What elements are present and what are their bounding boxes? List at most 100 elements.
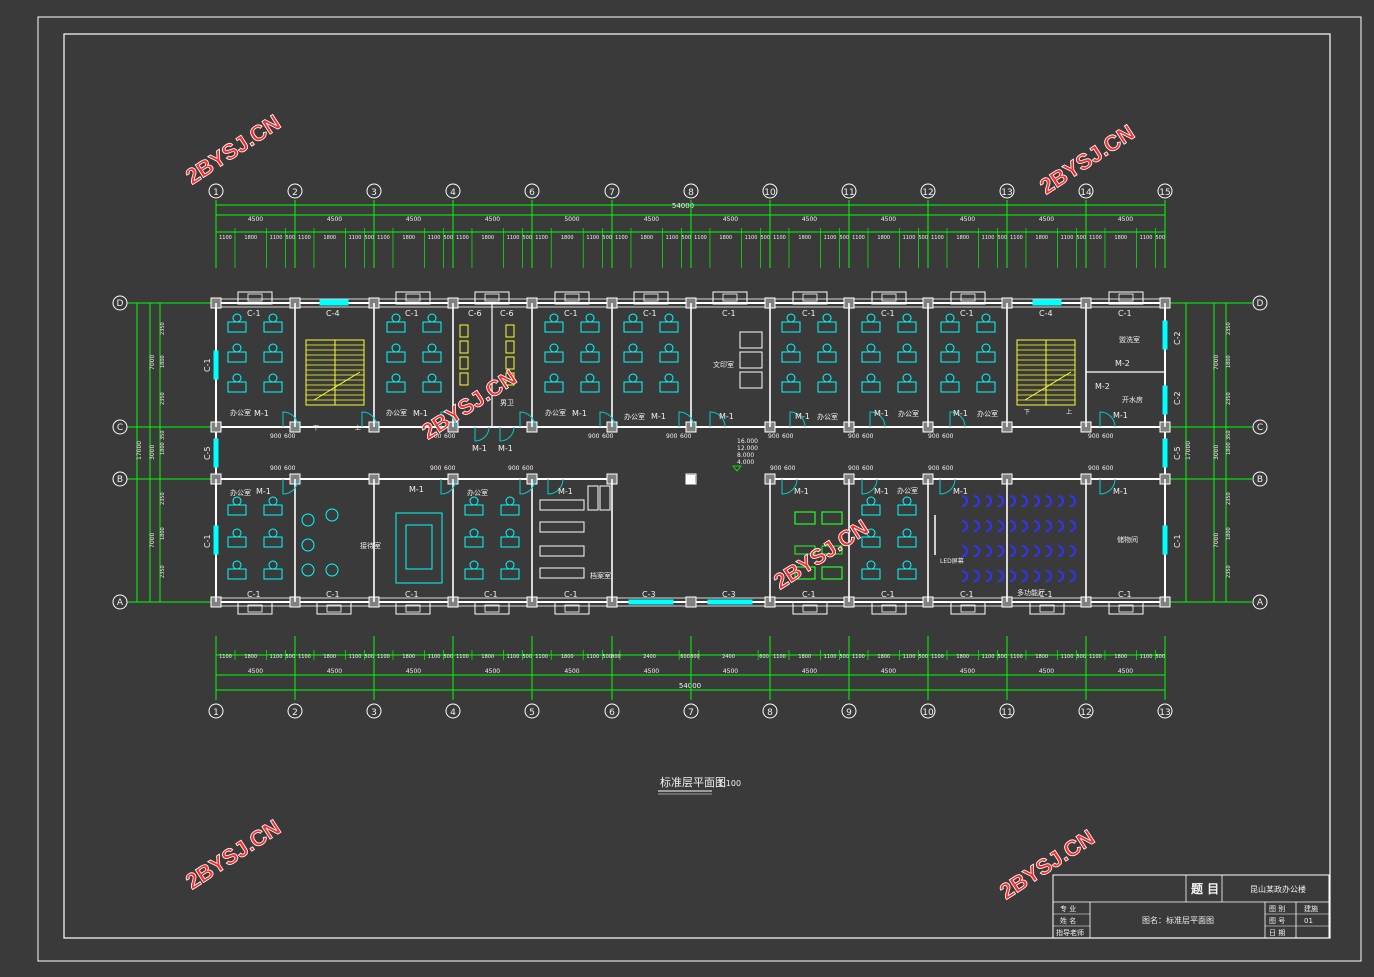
label-window-c1: C-1 [881,590,895,599]
top-axis-bubble [762,183,778,199]
top-seg-text: 500 [285,235,295,241]
top-axis-label: 6 [529,188,535,198]
office-s1-desk [263,568,283,580]
reception-chair [301,513,315,527]
hall-chair [973,495,980,507]
office-11-desk [940,381,960,393]
door-north-arc [789,411,806,428]
hall-chair [1033,495,1040,507]
bottom-bay-dim-text: 4500 [960,668,975,675]
hall-chair [997,520,1004,532]
top-bay-dim-text: 4500 [723,216,738,223]
office-11-chair [981,343,991,353]
office-1-desk [263,321,283,333]
right-row-text: 3000 [1213,445,1220,460]
top-seg-text: 500 [364,235,374,241]
label-door-dim: 600 [602,433,614,440]
right-total-text: 17000 [1185,441,1192,460]
bottom-axis-bubble [841,703,857,719]
office-6-desk [580,321,600,333]
top-seg-text: 1100 [1089,235,1102,241]
wall-layer [210,291,1171,615]
watermark-5: 2BYSJ.CN [181,815,285,895]
toilet-stall [459,356,469,370]
left-row-bubble [112,471,128,487]
top-bay-dim-text: 4500 [248,216,263,223]
stair-west-arrow [313,371,361,401]
right-row-bubble [1252,471,1268,487]
south-window-inner [802,604,818,613]
top-axis-bubble [208,183,224,199]
label-room-office: 办公室 [386,408,407,417]
left-row-bubble [112,419,128,435]
office-1-desk [227,351,247,363]
office-9-desk [781,351,801,363]
label-door-dim: 900 [508,465,520,472]
label-window-c1: C-1 [247,590,261,599]
bottom-seg-text: 2400 [643,654,656,660]
bottom-seg-text: 1100 [377,654,390,660]
printer [739,371,763,389]
top-seg-text: 500 [839,235,849,241]
office-s4-chair [505,496,515,506]
office-s4-chair [469,560,479,570]
label-room-office: 办公室 [897,486,918,495]
door-south-arc [547,478,564,495]
bottom-seg-text: 500 [364,654,374,660]
label-door-dim: 600 [862,433,874,440]
label-door-dim: 900 [270,465,282,472]
drawing-scale: 1:100 [718,779,741,788]
office-7-desk [623,351,643,363]
bottom-seg-text: 1100 [349,654,362,660]
hall-chair [985,570,992,582]
north-window-box [633,291,669,305]
bottom-seg-text: 1100 [298,654,311,660]
label-door-m1: M-1 [953,409,968,418]
door-south-arc [861,478,878,495]
bottom-seg-text: 500 [839,654,849,660]
bottom-axis-label: 13 [1159,708,1170,718]
north-window-strip [319,299,349,306]
bottom-seg-text: 800 [611,654,621,660]
top-bay-dim-text: 4500 [960,216,975,223]
side-window-strip [1162,320,1168,350]
label-room-office: 办公室 [977,409,998,418]
office-7-chair [628,373,638,383]
door-north-arc [599,411,616,428]
top-seg-text: 1100 [377,235,390,241]
top-axis-bubble [287,183,303,199]
right-row-label: B [1257,475,1263,485]
bottom-seg-text: 1800 [402,654,415,660]
office-3-desk [386,381,406,393]
south-window-inner [1039,604,1055,613]
bottom-seg-text: 1100 [586,654,599,660]
bottom-axis-label: 2 [292,708,298,718]
left-row-label: A [117,598,124,608]
hall-chair [1009,495,1016,507]
office-s9-desk [897,568,917,580]
label-stair-down: 下 [313,425,319,432]
label-door-m1: M-1 [498,444,513,453]
top-axis-bubble [366,183,382,199]
office-s1-chair [232,496,242,506]
right-row-label: C [1257,423,1263,433]
hall-chair [1057,545,1064,557]
office-11-chair [981,373,991,383]
label-door-dim: 600 [782,433,794,440]
label-door-dim: 900 [928,433,940,440]
furniture-layer [227,313,1076,584]
label-window-c1: C-1 [405,309,419,318]
office-s4-desk [500,568,520,580]
label-window-c1: C-1 [326,590,340,599]
bottom-seg-text: 1800 [956,654,969,660]
left-seg-text: 1800 [160,527,166,540]
bottom-seg-text: 500 [1155,654,1165,660]
right-seg-text: 2350 [1226,565,1232,578]
office-7-chair [628,313,638,323]
top-seg-text: 500 [1076,235,1086,241]
north-window-box [1108,291,1144,305]
north-window-box [792,291,828,305]
archive-shelf [539,521,585,533]
south-window-inner [484,604,500,613]
toilet-stall [459,372,469,386]
